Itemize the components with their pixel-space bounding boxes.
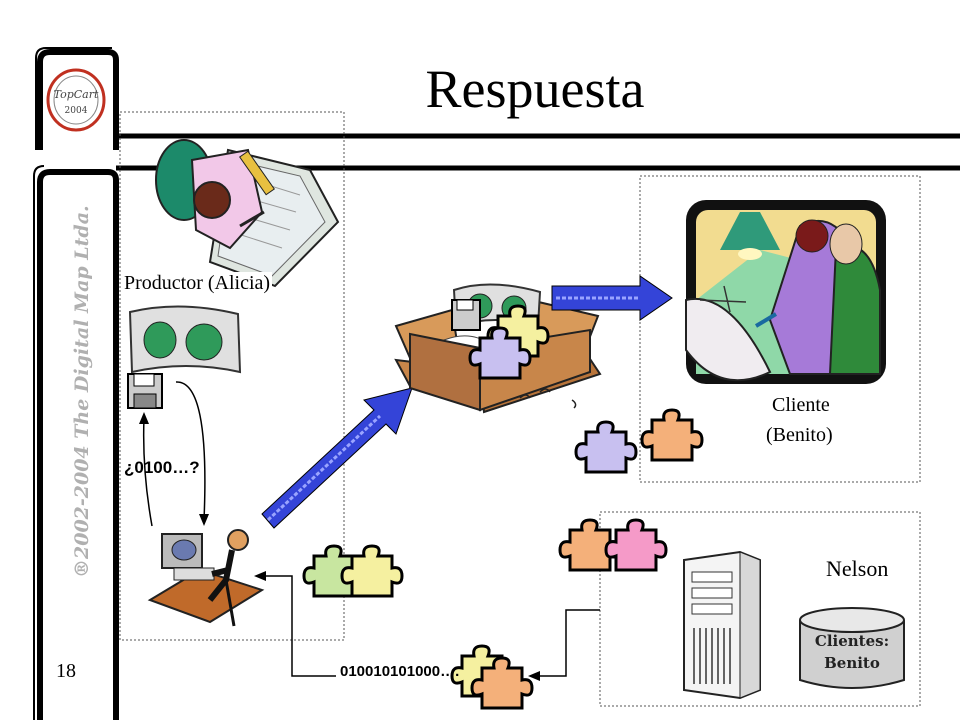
- response-connector: [254, 571, 600, 681]
- producer-floppy-icon: [127, 373, 163, 409]
- server-illustration: [683, 550, 761, 700]
- database-label-line1: Clientes:: [815, 632, 889, 650]
- client-region: [639, 175, 921, 483]
- logo-frame: [35, 47, 119, 150]
- puzzle-piece: [340, 544, 404, 598]
- nelson-label: Nelson: [826, 556, 889, 581]
- drafter-illustration: [155, 139, 340, 288]
- database-cylinder: Clientes: Benito: [799, 607, 905, 689]
- producer-map: [128, 305, 242, 374]
- logo-text-top: TopCart: [54, 88, 99, 101]
- nelson-region: [599, 511, 921, 707]
- side-frame: [33, 165, 119, 720]
- puzzle-piece: [470, 656, 534, 710]
- database-label-line2: Benito: [824, 654, 880, 672]
- client-illustration: [685, 200, 886, 384]
- send-arrow: [261, 387, 413, 529]
- computer-user-illustration: [147, 529, 265, 627]
- client-label-line1: Cliente: [772, 394, 830, 416]
- slide-title: Respuesta: [425, 59, 645, 119]
- copyright-text: ®2002-2004 The Digital Map Ltda.: [71, 205, 93, 578]
- producer-region: [119, 111, 345, 641]
- deliver-arrow: [551, 275, 673, 321]
- topcart-logo: TopCart 2004: [46, 68, 106, 132]
- producer-label: Productor (Alicia): [122, 272, 273, 295]
- bits-label: 010010101000….: [340, 663, 460, 680]
- puzzle-piece: [640, 408, 704, 462]
- client-label-line2: (Benito): [766, 424, 833, 446]
- puzzle-piece: [604, 518, 668, 572]
- slide-page-number: 18: [56, 660, 76, 682]
- puzzle-piece: [468, 326, 532, 380]
- query-label: ¿0100…?: [124, 458, 200, 477]
- logo-text-bottom: 2004: [65, 106, 88, 116]
- puzzle-piece: [574, 420, 638, 474]
- query-arrows: [139, 381, 209, 527]
